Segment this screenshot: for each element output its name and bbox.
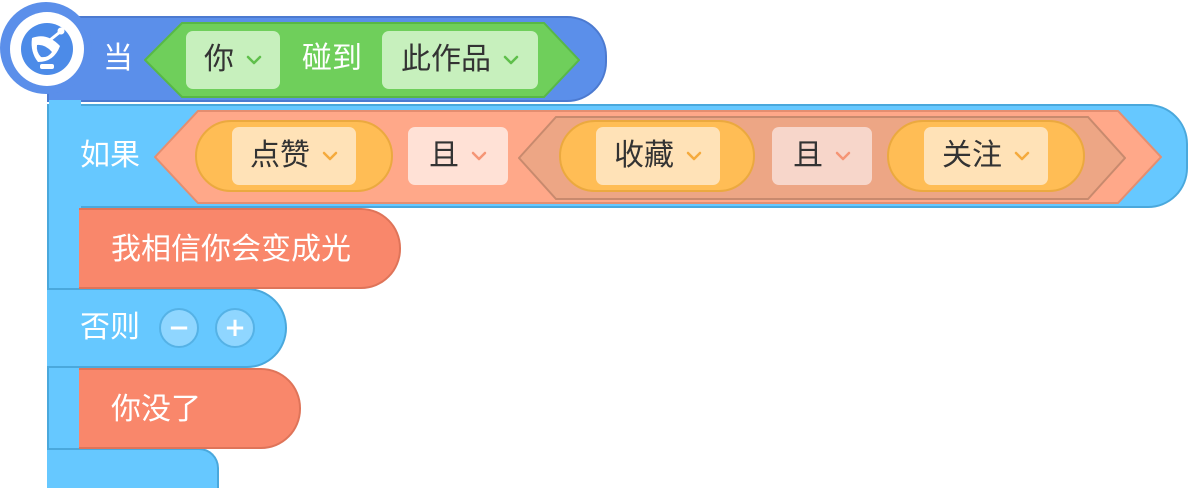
if-else-block-joint <box>49 100 81 108</box>
add-branch-button[interactable]: + <box>215 308 255 348</box>
follow-dropdown[interactable]: 关注 <box>924 127 1048 185</box>
favorite-dropdown-value: 收藏 <box>614 138 674 173</box>
target-dropdown-value: 此作品 <box>401 42 491 77</box>
chevron-down-icon <box>835 151 851 161</box>
nested-and-operator-dropdown[interactable]: 且 <box>772 127 872 185</box>
and-operator-dropdown[interactable]: 且 <box>408 127 508 185</box>
else-statement-block[interactable]: 你没了 <box>79 368 301 449</box>
else-statement-text: 你没了 <box>111 392 201 427</box>
chevron-down-icon <box>246 55 262 65</box>
chevron-down-icon <box>471 151 487 161</box>
touching-label: 碰到 <box>302 41 362 76</box>
minus-icon: − <box>168 313 190 343</box>
if-label: 如果 <box>80 138 140 173</box>
chevron-down-icon <box>1014 151 1030 161</box>
sprite-dropdown-value: 你 <box>204 42 234 77</box>
chevron-down-icon <box>503 55 519 65</box>
follow-dropdown-value: 关注 <box>942 138 1002 173</box>
then-statement-text: 我相信你会变成光 <box>111 232 351 267</box>
else-label: 否则 <box>80 310 140 345</box>
satellite-dish-icon <box>10 12 84 86</box>
chevron-down-icon <box>686 151 702 161</box>
chevron-down-icon <box>322 151 338 161</box>
nested-and-operator-value: 且 <box>793 138 823 173</box>
sprite-dropdown[interactable]: 你 <box>186 31 280 89</box>
if-else-block-footer <box>47 448 219 488</box>
target-dropdown[interactable]: 此作品 <box>382 31 538 89</box>
favorite-dropdown[interactable]: 收藏 <box>596 127 720 185</box>
then-statement-block[interactable]: 我相信你会变成光 <box>79 208 401 289</box>
like-dropdown[interactable]: 点赞 <box>232 127 356 185</box>
remove-branch-button[interactable]: − <box>159 308 199 348</box>
and-operator-value: 且 <box>429 138 459 173</box>
plus-icon: + <box>224 313 246 343</box>
like-dropdown-value: 点赞 <box>250 138 310 173</box>
when-label: 当 <box>103 41 133 76</box>
